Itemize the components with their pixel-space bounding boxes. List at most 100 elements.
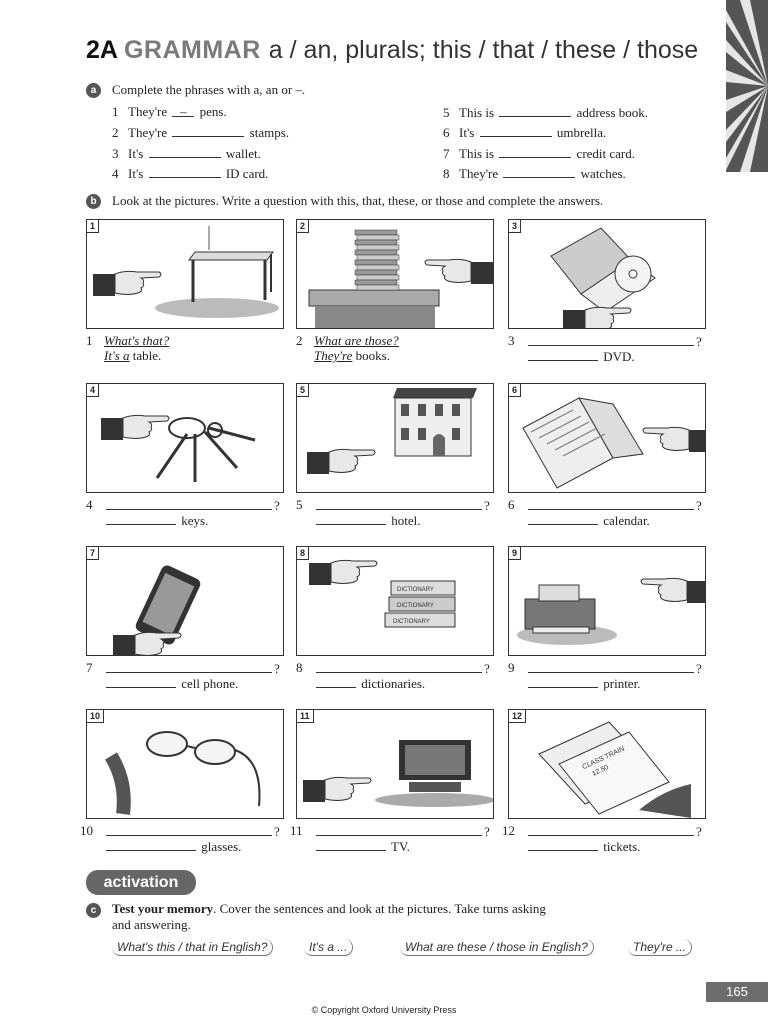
question-line[interactable]: What are those? <box>314 333 399 348</box>
calendar-icon <box>522 397 705 489</box>
activation-text-2: and answering. <box>112 917 191 932</box>
picture-number: 12 <box>509 710 527 723</box>
picture-number: 3 <box>509 220 522 233</box>
answer-number: 1 <box>86 333 93 348</box>
answer-number: 11 <box>290 823 303 838</box>
picture-3: 3 <box>508 219 706 329</box>
picture-number: 10 <box>87 710 105 723</box>
question-line[interactable]: What's that? <box>104 333 170 348</box>
answer-blank[interactable] <box>499 145 572 158</box>
picture-number: 7 <box>87 547 100 560</box>
answer-number: 5 <box>296 497 303 512</box>
question-line[interactable]: ? <box>314 823 490 839</box>
phrase-start: This is <box>459 105 495 120</box>
answer-line[interactable]: They're books. <box>314 348 390 363</box>
picture-5: 5 <box>296 383 494 493</box>
answer-number: 8 <box>296 660 303 675</box>
answer-blank[interactable] <box>148 165 221 178</box>
question-line[interactable]: ? <box>314 660 490 676</box>
section-b-instruction: Look at the pictures. Write a question w… <box>112 193 604 208</box>
speech-bubble-3: What are these / those in English? <box>400 939 594 956</box>
answer-line[interactable]: keys. <box>104 512 208 528</box>
activation-text: . Cover the sentences and look at the pi… <box>213 901 546 916</box>
lesson-code: 2A <box>86 36 118 64</box>
speech-bubble-1: What's this / that in English? <box>112 939 274 956</box>
answer-line[interactable]: glasses. <box>104 838 241 854</box>
picture-4: 4 <box>86 383 284 493</box>
answer-line[interactable]: hotel. <box>314 512 421 528</box>
answer-blank[interactable] <box>479 124 552 137</box>
picture-number: 4 <box>87 384 100 397</box>
answer-blank[interactable] <box>503 165 576 178</box>
activation-bold: Test your memory <box>112 901 214 916</box>
phrase-start: They're <box>459 166 499 181</box>
phrase-start: This is <box>459 146 495 161</box>
answer-line[interactable]: calendar. <box>526 512 650 528</box>
answer-blank[interactable] <box>148 145 221 158</box>
answer-blank[interactable] <box>499 104 572 117</box>
speech-bubble-2: It's a ... <box>304 939 354 956</box>
phrase-start: It's <box>128 166 144 181</box>
picture-6: 6 <box>508 383 706 493</box>
picture-number: 5 <box>297 384 310 397</box>
speech-bubble-4: They're ... <box>628 939 692 956</box>
phrase-number: 7 <box>443 146 450 161</box>
answer-line[interactable]: It's a table. <box>104 348 162 363</box>
phrase-number: 4 <box>112 166 119 181</box>
picture-number: 8 <box>297 547 310 560</box>
dvd-icon <box>550 227 656 328</box>
hotel-icon <box>307 388 477 474</box>
picture-number: 6 <box>509 384 522 397</box>
phrase-item: 4 It's ID card. <box>112 165 268 182</box>
section-a-instruction: Complete the phrases with a, an or –. <box>112 82 306 97</box>
section-c-badge: c <box>86 903 101 918</box>
answer-blank[interactable] <box>172 124 245 137</box>
phrase-number: 8 <box>443 166 450 181</box>
books-icon <box>308 229 493 328</box>
question-line[interactable]: ? <box>526 823 702 839</box>
answer-line[interactable]: printer. <box>526 675 640 691</box>
answer-number: 4 <box>86 497 93 512</box>
answer-line[interactable]: DVD. <box>526 348 635 364</box>
question-line[interactable]: ? <box>526 660 702 676</box>
phrase-end: credit card. <box>576 146 636 161</box>
section-a-badge: a <box>86 83 101 98</box>
lesson-subtitle: a / an, plurals; this / that / these / t… <box>268 36 699 64</box>
phrase-end: wallet. <box>225 146 261 161</box>
copyright-notice: © Copyright Oxford University Press <box>311 1005 457 1015</box>
phrase-start: They're <box>128 125 168 140</box>
answer-blank[interactable]: – <box>172 104 195 119</box>
question-line[interactable]: ? <box>104 823 280 839</box>
answer-line[interactable]: TV. <box>314 838 410 854</box>
answer-line[interactable]: tickets. <box>526 838 640 854</box>
tickets-icon: CLASS TRAIN 12.50 <box>538 721 691 818</box>
printer-icon <box>517 577 705 645</box>
question-line[interactable]: ? <box>526 333 702 349</box>
question-line[interactable]: ? <box>526 497 702 513</box>
svg-text:DICTIONARY: DICTIONARY <box>393 619 430 625</box>
question-line[interactable]: ? <box>314 497 490 513</box>
question-line[interactable]: ? <box>104 497 280 513</box>
question-line[interactable]: ? <box>104 660 280 676</box>
section-b-badge: b <box>86 194 101 209</box>
answer-number: 6 <box>508 497 515 512</box>
answer-line[interactable]: dictionaries. <box>314 675 425 691</box>
phrase-start: It's <box>128 146 144 161</box>
dictionaries-icon: DICTIONARY DICTIONARY DICTIONARY <box>309 559 456 628</box>
glasses-icon <box>104 731 261 815</box>
phrase-end: address book. <box>576 105 649 120</box>
picture-number: 11 <box>297 710 314 723</box>
phrase-end: ID card. <box>225 166 269 181</box>
svg-text:DICTIONARY: DICTIONARY <box>397 587 434 593</box>
answer-line[interactable]: cell phone. <box>104 675 238 691</box>
svg-text:DICTIONARY: DICTIONARY <box>397 603 434 609</box>
keys-icon <box>101 414 256 482</box>
answer-number: 7 <box>86 660 93 675</box>
phrase-end: pens. <box>199 104 227 119</box>
